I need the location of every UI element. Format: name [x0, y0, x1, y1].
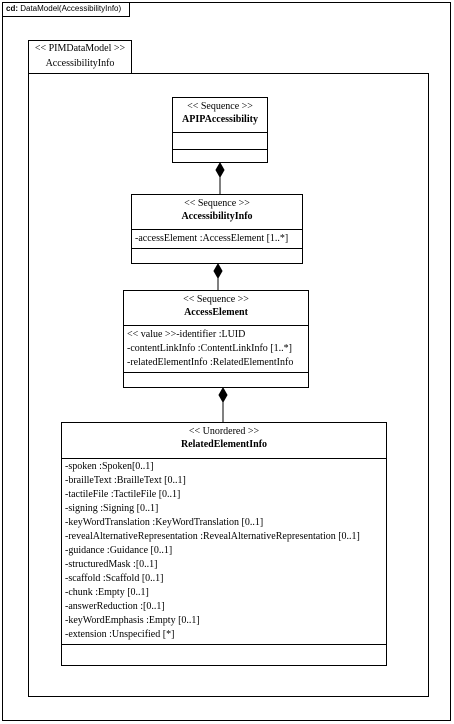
class-attributes-compartment: << value >>-identifier :LUID -contentLin… [124, 326, 308, 373]
class-stereotype: << Sequence >> [183, 294, 249, 305]
diagram-frame-label: cd: DataModel(AccessibilityInfo) [2, 2, 131, 17]
class-header: << Sequence >> APIPAccessibility [173, 98, 267, 133]
class-name: AccessibilityInfo [181, 211, 253, 222]
class-accesselement[interactable]: << Sequence >> AccessElement << value >>… [123, 290, 309, 388]
class-name: AccessElement [184, 307, 248, 318]
class-attribute: -keyWordTranslation :KeyWordTranslation … [65, 517, 264, 528]
class-attributes-compartment: -spoken :Spoken[0..1] -brailleText :Brai… [62, 459, 386, 645]
package-name: AccessibilityInfo [45, 58, 115, 69]
class-header: << Sequence >> AccessElement [124, 291, 308, 326]
class-name: APIPAccessibility [182, 114, 258, 125]
class-header: << Sequence >> AccessibilityInfo [132, 195, 302, 230]
class-attributes-compartment [173, 133, 267, 150]
class-attribute: -relatedElementInfo :RelatedElementInfo [127, 357, 294, 368]
class-attribute: -revealAlternativeRepresentation :Reveal… [65, 531, 360, 542]
class-operations-compartment [173, 150, 267, 166]
composition-diamond-1 [215, 161, 225, 179]
class-attribute: -accessElement :AccessElement [1..*] [135, 233, 289, 244]
class-apipaccessibility[interactable]: << Sequence >> APIPAccessibility [172, 97, 268, 163]
frame-prefix: cd: [6, 4, 18, 13]
class-attribute: -tactileFile :TactileFile [0..1] [65, 489, 181, 500]
class-attribute: -guidance :Guidance [0..1] [65, 545, 173, 556]
class-attribute: -structuredMask :[0..1] [65, 559, 158, 570]
class-attributes-compartment: -accessElement :AccessElement [1..*] [132, 230, 302, 249]
class-attribute: -scaffold :Scaffold [0..1] [65, 573, 164, 584]
class-stereotype: << Sequence >> [184, 198, 250, 209]
class-attribute: -keyWordEmphasis :Empty [0..1] [65, 615, 200, 626]
class-attribute: -chunk :Empty [0..1] [65, 587, 149, 598]
class-name: RelatedElementInfo [180, 439, 268, 450]
frame-title: DataModel(AccessibilityInfo) [20, 4, 122, 13]
composition-diamond-3 [218, 386, 228, 404]
class-attribute: << value >>-identifier :LUID [127, 329, 246, 340]
class-attribute: -extension :Unspecified [*] [65, 629, 175, 640]
package-body[interactable] [28, 73, 429, 697]
class-attribute: -answerReduction :[0..1] [65, 601, 165, 612]
class-attribute: -signing :Signing [0..1] [65, 503, 159, 514]
class-relatedelementinfo[interactable]: << Unordered >> RelatedElementInfo -spok… [61, 422, 387, 666]
class-accessibilityinfo[interactable]: << Sequence >> AccessibilityInfo -access… [131, 194, 303, 264]
package-stereotype: << PIMDataModel >> [34, 43, 126, 54]
class-stereotype: << Unordered >> [188, 426, 260, 437]
class-stereotype: << Sequence >> [187, 101, 253, 112]
class-attribute: -brailleText :BrailleText [0..1] [65, 475, 186, 486]
class-header: << Unordered >> RelatedElementInfo [62, 423, 386, 459]
class-attribute: -contentLinkInfo :ContentLinkInfo [1..*] [127, 343, 292, 354]
class-attribute: -spoken :Spoken[0..1] [65, 461, 154, 472]
composition-diamond-2 [213, 262, 223, 280]
